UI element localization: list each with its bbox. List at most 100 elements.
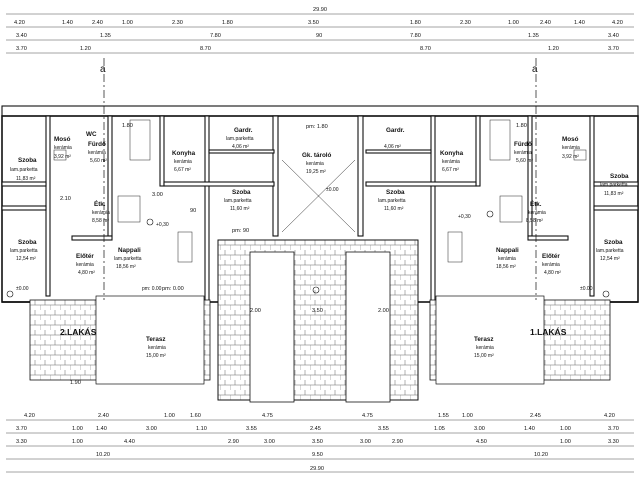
svg-text:8.70: 8.70 bbox=[420, 46, 431, 52]
room-label: Gardr. lam.parketta 4,06 m² bbox=[226, 127, 254, 150]
svg-text:7.80: 7.80 bbox=[410, 33, 421, 39]
room-label: Szoba lam.parketta 12,54 m² bbox=[596, 239, 624, 262]
svg-text:Előtér: Előtér bbox=[542, 253, 560, 260]
svg-text:4,80 m²: 4,80 m² bbox=[544, 270, 561, 276]
svg-text:kerámia: kerámia bbox=[174, 159, 192, 165]
room-label: Szoba lam.parketta 11,60 m² bbox=[224, 189, 252, 212]
room-label: Fürdő kerámia 5,60 m² bbox=[514, 141, 533, 164]
svg-text:1.40: 1.40 bbox=[524, 426, 535, 432]
svg-text:8.70: 8.70 bbox=[200, 46, 211, 52]
svg-text:1.00: 1.00 bbox=[462, 413, 473, 419]
svg-text:±0.00: ±0.00 bbox=[580, 286, 593, 292]
svg-text:90: 90 bbox=[316, 33, 322, 39]
svg-text:Szoba: Szoba bbox=[232, 189, 251, 196]
top-dim-row2: 3.40 1.35 7.80 90 7.80 1.35 3.40 bbox=[16, 33, 619, 39]
svg-text:10.20: 10.20 bbox=[534, 452, 548, 458]
svg-text:kerámia: kerámia bbox=[92, 210, 110, 216]
svg-text:4,80 m²: 4,80 m² bbox=[78, 270, 95, 276]
svg-text:3.30: 3.30 bbox=[608, 439, 619, 445]
svg-text:1.90: 1.90 bbox=[70, 380, 81, 386]
room-label: Szoba lam.parketta 11,83 m² bbox=[10, 157, 38, 182]
room-label: WC bbox=[86, 131, 97, 138]
svg-text:3.00: 3.00 bbox=[152, 192, 163, 198]
room-label: Szoba lam.parketta 12,54 m² bbox=[10, 239, 38, 262]
svg-text:Szoba: Szoba bbox=[386, 189, 405, 196]
room-label: Terasz kerámia 15,00 m² bbox=[146, 336, 166, 359]
svg-text:kerámia: kerámia bbox=[498, 256, 516, 262]
svg-text:6,67 m²: 6,67 m² bbox=[174, 167, 191, 173]
svg-text:1.35: 1.35 bbox=[100, 33, 111, 39]
svg-text:kerámia: kerámia bbox=[76, 262, 94, 268]
section-marker-top: a bbox=[100, 64, 106, 75]
svg-text:1.00: 1.00 bbox=[560, 439, 571, 445]
svg-text:kerámia: kerámia bbox=[148, 345, 166, 351]
section-line-a: a a bbox=[100, 58, 538, 300]
svg-text:kerámia: kerámia bbox=[306, 161, 324, 167]
svg-text:lam.parketta: lam.parketta bbox=[600, 182, 628, 188]
svg-text:1.80: 1.80 bbox=[222, 20, 233, 26]
svg-text:3.00: 3.00 bbox=[474, 426, 485, 432]
svg-text:lam.parketta: lam.parketta bbox=[114, 256, 142, 262]
svg-text:15,00 m²: 15,00 m² bbox=[146, 353, 166, 359]
room-label: Konyha kerámia 6,67 m² bbox=[440, 150, 464, 173]
svg-text:2.40: 2.40 bbox=[92, 20, 103, 26]
svg-text:4,06 m²: 4,06 m² bbox=[232, 144, 249, 150]
svg-text:kerámia: kerámia bbox=[562, 145, 580, 151]
paved-areas bbox=[29, 239, 611, 403]
svg-text:Gardr.: Gardr. bbox=[234, 127, 253, 134]
svg-text:2.40: 2.40 bbox=[540, 20, 551, 26]
svg-text:kerámia: kerámia bbox=[88, 150, 106, 156]
svg-text:4,06 m²: 4,06 m² bbox=[384, 144, 401, 150]
svg-text:3.30: 3.30 bbox=[16, 439, 27, 445]
svg-text:4.75: 4.75 bbox=[362, 413, 373, 419]
svg-text:pm: 90: pm: 90 bbox=[232, 228, 249, 234]
svg-text:90: 90 bbox=[190, 208, 196, 214]
svg-text:Nappali: Nappali bbox=[118, 247, 141, 254]
svg-text:1.00: 1.00 bbox=[72, 426, 83, 432]
svg-text:3.50: 3.50 bbox=[308, 20, 319, 26]
svg-text:2.30: 2.30 bbox=[172, 20, 183, 26]
svg-text:8,58 m²: 8,58 m² bbox=[92, 218, 109, 224]
svg-text:1.20: 1.20 bbox=[548, 46, 559, 52]
svg-text:3.70: 3.70 bbox=[16, 46, 27, 52]
svg-text:lam.parketta: lam.parketta bbox=[226, 136, 254, 142]
left-unit-rooms: Szoba lam.parketta 11,83 m² Mosó kerámia… bbox=[10, 127, 332, 359]
right-unit-rooms: Gardr. 4,06 m² Konyha kerámia 6,67 m² Fü… bbox=[378, 127, 629, 359]
svg-text:9.50: 9.50 bbox=[312, 452, 323, 458]
svg-text:kerámia: kerámia bbox=[542, 262, 560, 268]
room-label: Mosó kerámia 3,92 m² bbox=[54, 136, 72, 160]
room-label: Szoba lam.parketta 11,83 m² bbox=[600, 173, 629, 197]
room-label: Gk. tároló kerámia 19,25 m² bbox=[302, 152, 332, 175]
svg-text:3.70: 3.70 bbox=[608, 426, 619, 432]
svg-text:Konyha: Konyha bbox=[440, 150, 464, 157]
top-dim-row1: 4.20 1.40 2.40 1.00 2.30 1.80 3.50 1.80 … bbox=[14, 20, 623, 26]
svg-text:Mosó: Mosó bbox=[562, 136, 579, 143]
svg-text:pm: 0.00: pm: 0.00 bbox=[162, 286, 184, 292]
top-dimension-chains: 29.90 4.20 1.40 2.40 1.00 2.30 1.80 3.50… bbox=[6, 7, 634, 54]
svg-text:Nappali: Nappali bbox=[496, 247, 519, 254]
svg-text:1.40: 1.40 bbox=[96, 426, 107, 432]
svg-text:5,60 m²: 5,60 m² bbox=[516, 158, 533, 164]
svg-text:18,56 m²: 18,56 m² bbox=[116, 264, 136, 270]
svg-text:3.40: 3.40 bbox=[16, 33, 27, 39]
svg-text:19,25 m²: 19,25 m² bbox=[306, 169, 326, 175]
room-label: Mosó kerámia 3,92 m² bbox=[562, 136, 580, 160]
svg-text:10.20: 10.20 bbox=[96, 452, 110, 458]
svg-text:Gk. tároló: Gk. tároló bbox=[302, 152, 332, 159]
svg-text:Szoba: Szoba bbox=[18, 157, 37, 164]
room-label: Gardr. 4,06 m² bbox=[384, 127, 405, 150]
svg-text:1.40: 1.40 bbox=[62, 20, 73, 26]
svg-text:2.90: 2.90 bbox=[392, 439, 403, 445]
svg-text:4.20: 4.20 bbox=[604, 413, 615, 419]
svg-text:lam.parketta: lam.parketta bbox=[378, 198, 406, 204]
svg-text:4.40: 4.40 bbox=[124, 439, 135, 445]
svg-text:6,67 m²: 6,67 m² bbox=[442, 167, 459, 173]
svg-text:3,92 m²: 3,92 m² bbox=[54, 154, 71, 160]
svg-text:4.75: 4.75 bbox=[262, 413, 273, 419]
svg-text:2.40: 2.40 bbox=[98, 413, 109, 419]
svg-text:1.80: 1.80 bbox=[122, 123, 133, 129]
svg-text:2.00: 2.00 bbox=[250, 308, 261, 314]
svg-text:±0.00: ±0.00 bbox=[16, 286, 29, 292]
room-label: Nappali lam.parketta 18,56 m² bbox=[114, 247, 142, 270]
